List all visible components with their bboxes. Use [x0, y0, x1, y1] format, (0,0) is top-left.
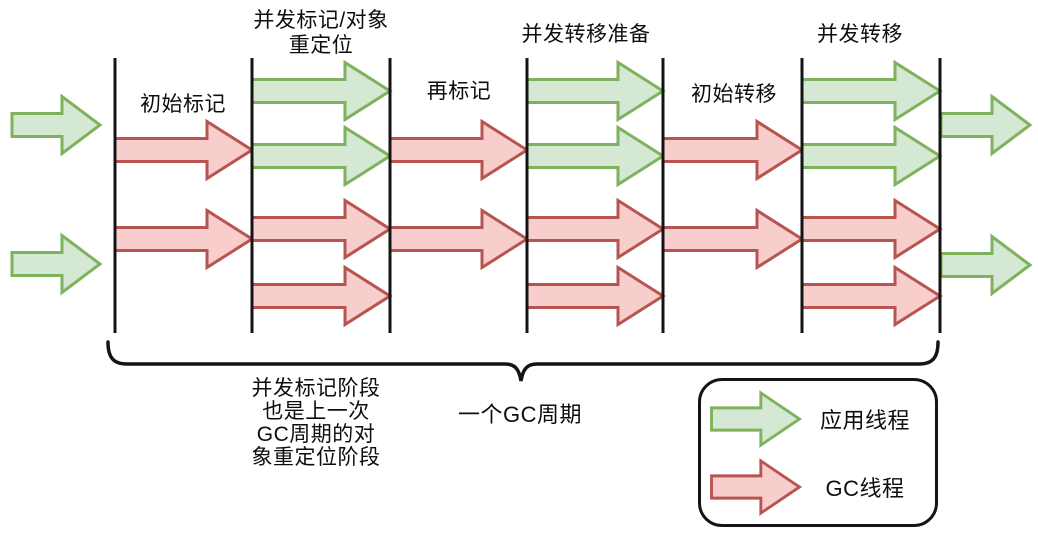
legend-item-gc-thread: GC线程: [709, 457, 927, 516]
phase-label-concurrent-mark-relocate: 并发标记/对象 重定位: [253, 9, 389, 57]
legend-label-app-thread: 应用线程: [819, 407, 910, 433]
gc-thread-arrow: [113, 118, 255, 182]
gc-thread-arrow: [661, 118, 805, 182]
app-thread-arrow: [250, 59, 393, 123]
legend-box: 应用线程 GC线程: [698, 378, 938, 527]
gc-thread-arrow: [525, 197, 666, 261]
gc-thread-arrow: [113, 207, 255, 271]
app-thread-arrow: [939, 93, 1033, 157]
gc-thread-arrow: [250, 197, 393, 261]
app-thread-arrow: [525, 59, 666, 123]
gc-thread-arrow: [525, 264, 666, 328]
app-thread-arrow: [800, 124, 943, 188]
app-thread-arrow: [10, 93, 103, 157]
app-thread-arrow: [939, 233, 1033, 297]
gc-thread-arrow: [388, 207, 530, 271]
legend-item-app-thread: 应用线程: [709, 389, 927, 448]
app-thread-arrow: [10, 232, 103, 296]
legend-label-gc-thread: GC线程: [825, 475, 905, 501]
gc-thread-arrow: [250, 264, 393, 328]
gc-thread-arrow: [388, 118, 530, 182]
app-thread-arrow-icon: [710, 389, 803, 448]
phase-label-remark: 再标记: [426, 80, 492, 103]
gc-thread-arrow-icon: [710, 457, 803, 516]
phase-label-initial-mark: 初始标记: [140, 93, 226, 116]
gc-thread-arrow: [800, 264, 943, 328]
phase-label-concurrent-relocate-prepare: 并发转移准备: [521, 23, 651, 46]
app-thread-arrow: [525, 124, 666, 188]
gc-cycle-brace: [106, 340, 940, 382]
app-thread-arrow: [250, 124, 393, 188]
gc-cycle-label: 一个GC周期: [457, 402, 583, 427]
concurrent-mark-note: 并发标记阶段 也是上一次 GC周期的对 象重定位阶段: [251, 377, 381, 469]
gc-thread-arrow: [800, 197, 943, 261]
phase-label-concurrent-relocate: 并发转移: [817, 23, 903, 46]
phase-label-initial-relocate: 初始转移: [691, 83, 777, 106]
app-thread-arrow: [800, 59, 943, 123]
gc-thread-arrow: [661, 207, 805, 271]
